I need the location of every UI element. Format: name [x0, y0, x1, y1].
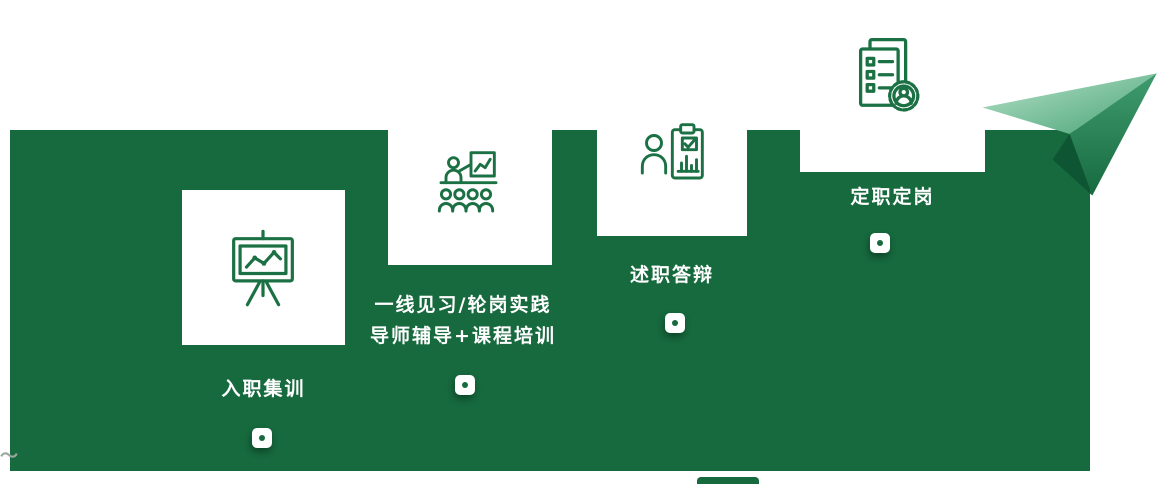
step2-marker-icon — [455, 375, 475, 395]
marker-dot — [259, 435, 265, 441]
paper-plane-icon — [982, 73, 1157, 196]
presentation-chart-board-icon — [232, 229, 294, 307]
step3-marker-icon — [665, 313, 685, 333]
step2-label: 一线见习/轮岗实践 导师辅导+课程培训 — [363, 290, 563, 352]
step1-marker-icon — [252, 428, 272, 448]
step4-label: 定职定岗 — [850, 186, 935, 208]
step3-label: 述职答辩 — [629, 264, 714, 286]
marker-dot — [877, 240, 883, 246]
step4-white-notch — [800, 130, 985, 172]
marker-dot — [672, 320, 678, 326]
position-certificate-document-icon — [858, 37, 920, 112]
marker-dot — [462, 382, 468, 388]
step4-marker-icon — [870, 233, 890, 253]
step2-label-line2: 导师辅导+课程培训 — [370, 325, 556, 347]
decorative-bottom-sliver — [697, 477, 759, 484]
step1-icon-card — [182, 190, 345, 345]
report-defense-checklist-icon — [640, 123, 704, 180]
step2-label-line1: 一线见习/轮岗实践 — [374, 294, 552, 316]
step1-label: 入职集训 — [221, 378, 306, 400]
decorative-tilde: 〜 — [0, 446, 18, 467]
mentor-lecture-audience-icon — [437, 151, 498, 213]
